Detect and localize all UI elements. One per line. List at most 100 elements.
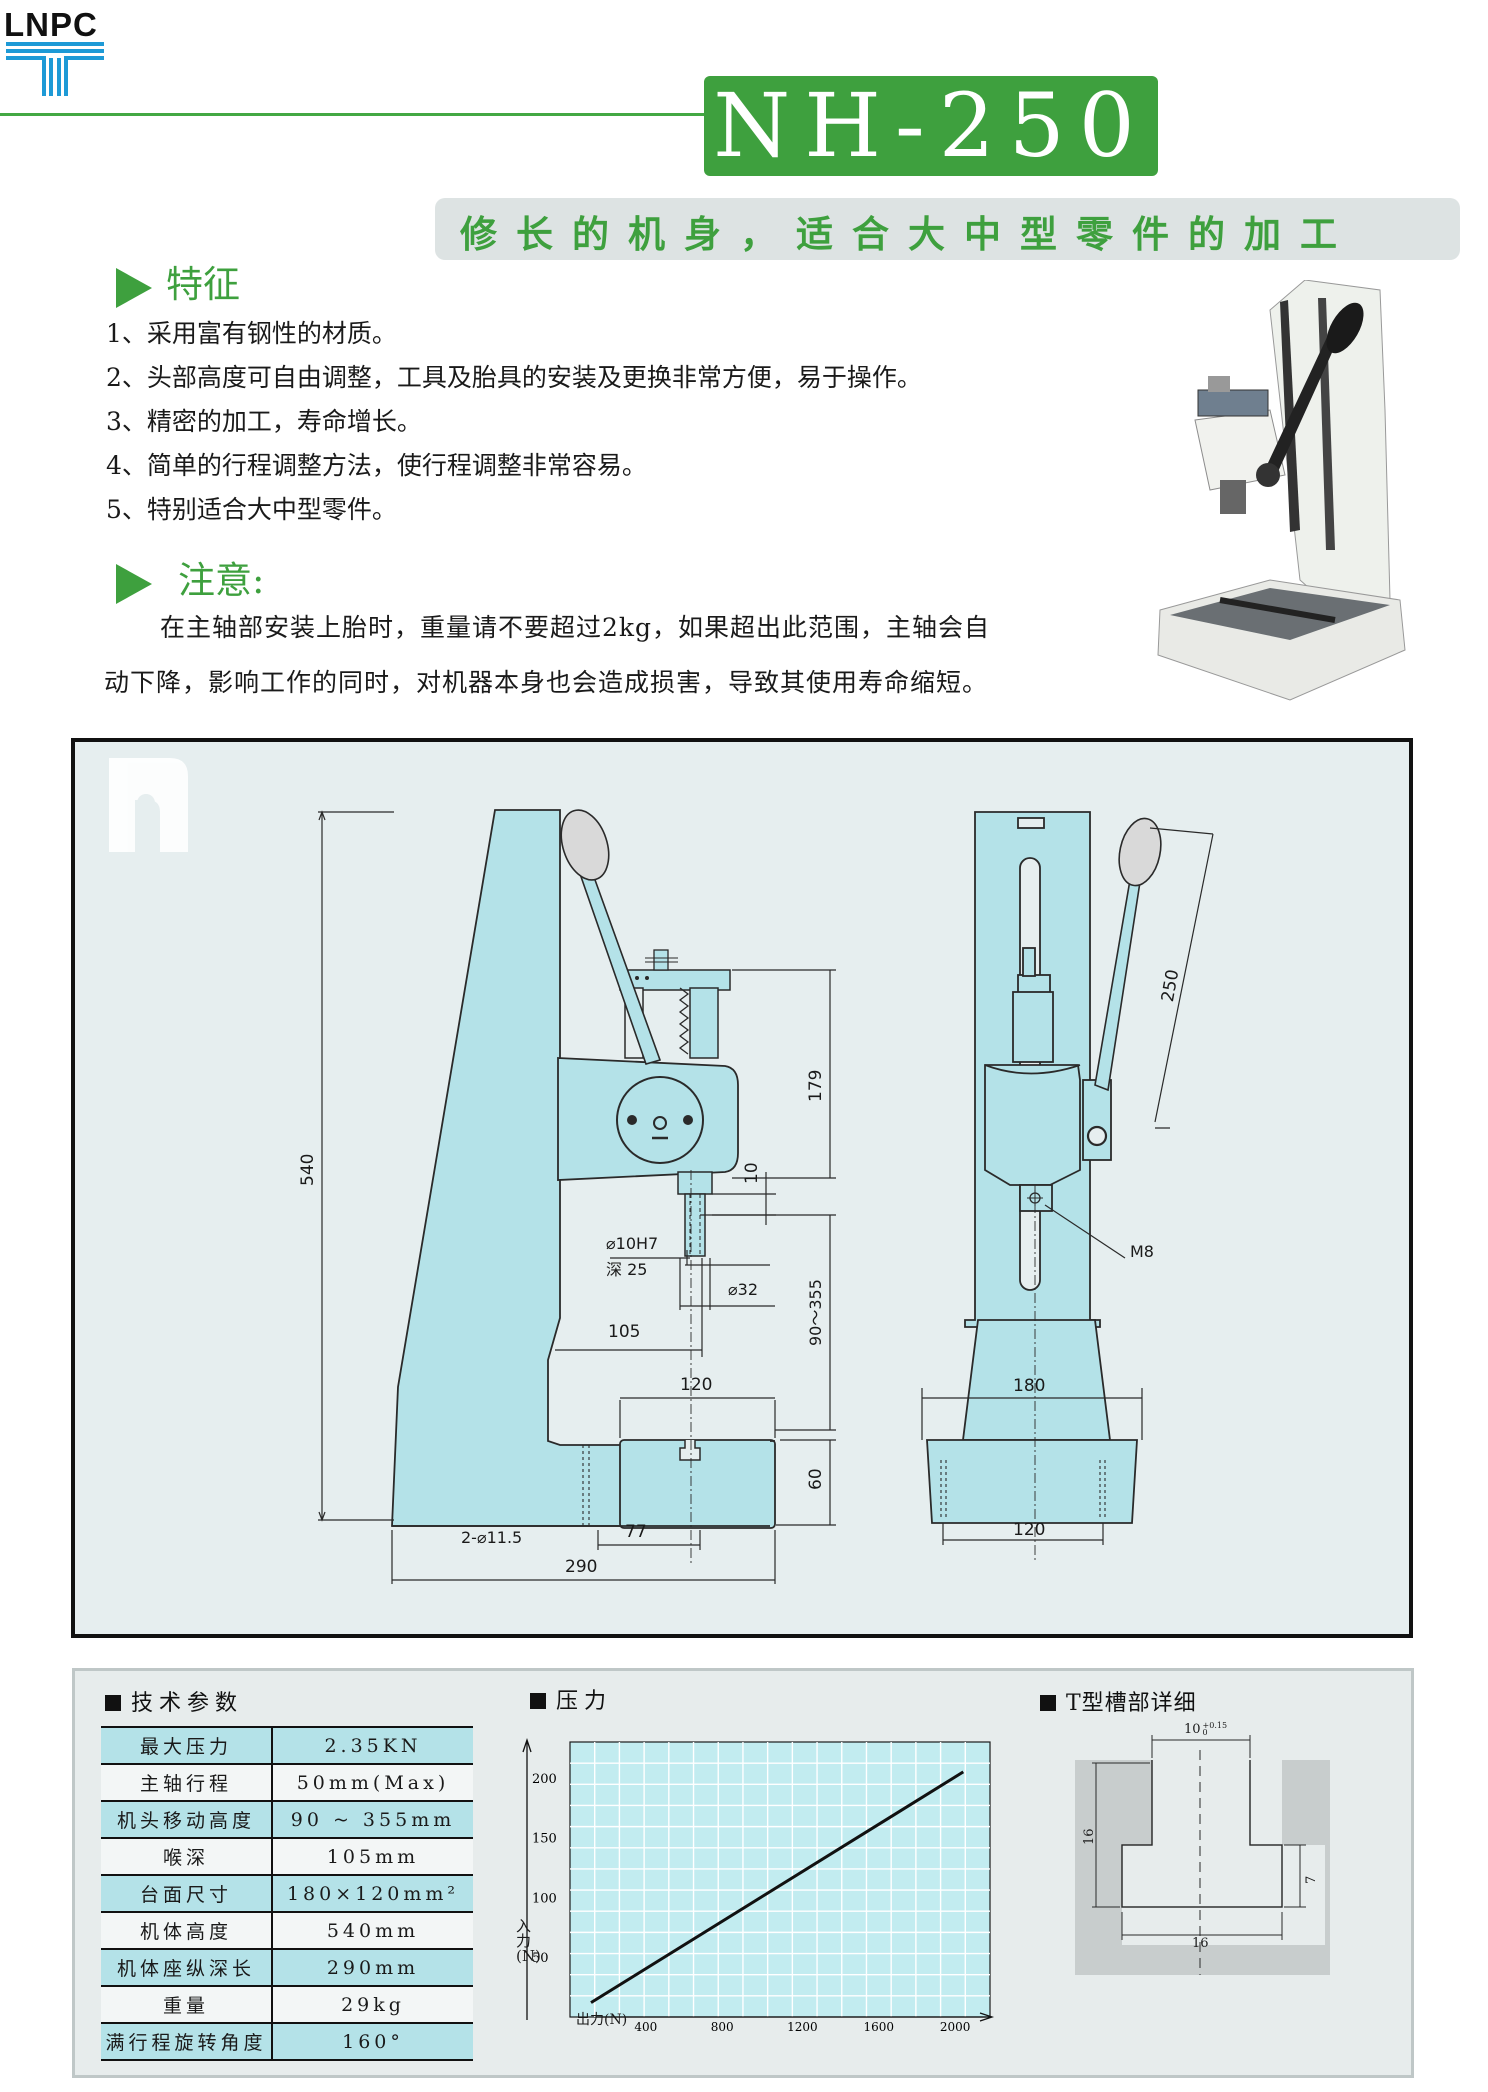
spec-label: 机体高度 <box>101 1911 273 1950</box>
pressure-ylabel: 入力(N) <box>516 1917 541 1965</box>
watermark-logo <box>109 758 188 852</box>
spec-label: 喉深 <box>101 1837 273 1876</box>
notice-heading-row: 注意: <box>116 550 264 604</box>
square-bullet-icon <box>105 1695 121 1711</box>
spec-label: 重量 <box>101 1985 273 2024</box>
dim-holes: 2-⌀11.5 <box>461 1528 523 1547</box>
x-tick-label: 800 <box>711 2020 734 2034</box>
pressure-title: 压力 <box>556 1689 613 1714</box>
dim-90-355: 90～355 <box>806 1279 825 1346</box>
spec-label: 机体座纵深长 <box>101 1948 273 1987</box>
feature-item: 3、精密的加工，寿命增长。 <box>106 407 422 436</box>
logo-text: LNPC <box>4 6 98 43</box>
dim-m8: M8 <box>1130 1242 1154 1261</box>
subtitle: 修长的机身，适合大中型零件的加工 <box>460 212 1356 256</box>
notice-heading: 注意: <box>178 559 265 602</box>
dim-540: 540 <box>298 1153 318 1186</box>
feature-item: 1、采用富有钢性的材质。 <box>106 319 397 348</box>
dim-105: 105 <box>608 1322 641 1342</box>
dim-180: 180 <box>1013 1376 1046 1396</box>
square-bullet-icon <box>1040 1695 1056 1711</box>
tslot-title: T型槽部详细 <box>1066 1691 1197 1716</box>
triangle-bullet-icon <box>116 267 152 308</box>
spec-value: 29kg <box>272 1985 473 2024</box>
side-view-table <box>619 1439 776 1529</box>
dim-depth: 深 25 <box>606 1260 648 1279</box>
y-tick-label: 150 <box>532 1832 557 1847</box>
tslot-top-value: 10 <box>1184 1722 1201 1737</box>
spec-label: 满行程旋转角度 <box>101 2022 273 2061</box>
features-heading: 特征 <box>166 263 240 306</box>
feature-item: 5、特别适合大中型零件。 <box>106 495 397 524</box>
spec-value: 290mm <box>272 1948 473 1987</box>
tslot-tol-upper: +0.15 <box>1202 1721 1228 1730</box>
spec-value: 50mm(Max) <box>272 1763 473 1802</box>
header-rule <box>0 113 708 116</box>
x-tick-label: 1600 <box>863 2020 894 2034</box>
spec-label: 主轴行程 <box>101 1763 273 1802</box>
y-tick-label: 100 <box>532 1891 557 1906</box>
dim-179: 179 <box>806 1069 826 1102</box>
specs-title-row: 技术参数 <box>105 1685 243 1717</box>
spec-label: 机头移动高度 <box>101 1800 273 1839</box>
technical-drawing <box>109 758 1214 1584</box>
tslot-bottom-width: 16 <box>1192 1936 1209 1951</box>
machine-photo <box>1157 280 1406 701</box>
y-tick-label: 200 <box>532 1772 557 1787</box>
tslot-title-row: T型槽部详细 <box>1040 1685 1197 1717</box>
tslot-lip: 7 <box>1304 1875 1319 1884</box>
spec-value: 540mm <box>272 1911 473 1950</box>
x-tick-label: 1200 <box>787 2020 818 2034</box>
tslot-tol-lower: 0 <box>1202 1728 1208 1737</box>
triangle-bullet-icon <box>116 563 152 604</box>
side-view-handwheel <box>616 1076 704 1164</box>
notice-line: 动下降，影响工作的同时，对机器本身也会造成损害，导致其使用寿命缩短。 <box>104 668 989 697</box>
pressure-xlabel: 出力(N) <box>576 2012 628 2028</box>
dim-bore: ⌀10H7 <box>606 1234 659 1253</box>
spec-value: 105mm <box>272 1837 473 1876</box>
spec-value: 160° <box>272 2022 473 2061</box>
y-tick-label: 50 <box>532 1951 549 1966</box>
specs-title: 技术参数 <box>131 1691 244 1716</box>
feature-item: 4、简单的行程调整方法，使行程调整非常容易。 <box>106 451 647 480</box>
series-line <box>590 1770 965 2004</box>
tslot-diagram <box>1075 1735 1330 1975</box>
subtitle-bar <box>435 198 1460 260</box>
model-title: NH-250 <box>704 76 1158 176</box>
pressure-title-row: 压力 <box>530 1683 612 1715</box>
dim-120-top: 120 <box>680 1375 713 1395</box>
dim-290: 290 <box>565 1557 598 1577</box>
spec-value: 90 ~ 355mm <box>272 1800 473 1839</box>
dim-d32: ⌀32 <box>728 1280 758 1299</box>
x-tick-label: 400 <box>634 2020 657 2034</box>
spec-value: 2.35KN <box>272 1726 473 1765</box>
lnpc-logo: LNPC <box>0 0 110 100</box>
dim-120-bottom: 120 <box>1013 1520 1046 1540</box>
side-view-lever <box>576 865 662 1065</box>
square-bullet-icon <box>530 1693 546 1709</box>
spec-label: 台面尺寸 <box>101 1874 273 1913</box>
logo-mark-icon <box>6 42 104 96</box>
front-view-lever <box>1094 879 1141 1092</box>
pressure-chart: 200 150 100 50 400 800 1200 1600 2000 <box>522 1737 995 2034</box>
front-view-base <box>926 1439 1138 1524</box>
spec-label: 最大压力 <box>101 1726 273 1765</box>
feature-item: 2、头部高度可自由调整，工具及胎具的安装及更换非常方便，易于操作。 <box>106 363 922 392</box>
notice-line: 在主轴部安装上胎时，重量请不要超过2kg，如果超出此范围，主轴会自 <box>160 613 991 642</box>
tslot-height: 16 <box>1082 1828 1097 1845</box>
dim-77: 77 <box>625 1522 647 1542</box>
features-heading-row: 特征 <box>116 254 240 308</box>
spec-value: 180×120mm² <box>272 1874 473 1913</box>
dim-10: 10 <box>742 1162 762 1184</box>
x-tick-label: 2000 <box>940 2020 971 2034</box>
